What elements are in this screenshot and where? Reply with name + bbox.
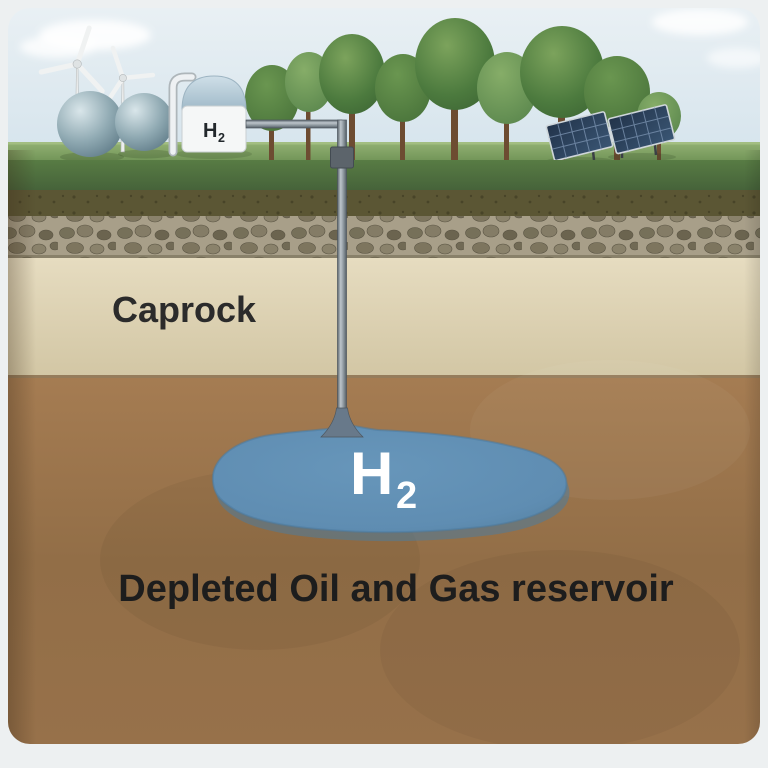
reservoir-layer [8, 360, 760, 744]
grass-highlight [8, 142, 760, 145]
tree [415, 18, 495, 110]
pipe-horizontal [245, 119, 343, 129]
caprock-label: Caprock [112, 289, 257, 330]
left-edge-shadow [8, 150, 36, 744]
tank-body [181, 105, 247, 153]
grass-front-edge [8, 160, 760, 190]
tree-cluster [245, 18, 681, 168]
tank-h2-sub: 2 [218, 131, 225, 145]
plume-h2-label: H [350, 440, 393, 507]
caprock-layer [8, 258, 760, 378]
h2-tank: H 2 [168, 72, 252, 159]
tree [520, 26, 604, 118]
storage-sphere [57, 91, 174, 162]
topsoil-layer [8, 190, 760, 216]
cloud [20, 9, 760, 68]
pipe-collar [330, 146, 354, 169]
solar-panel [607, 104, 676, 161]
hydrogen-plume [211, 424, 570, 542]
tank-h2-label: H [203, 120, 217, 142]
plume-h2-sub: 2 [396, 475, 417, 517]
injection-pipe [245, 119, 364, 438]
reservoir-label: Depleted Oil and Gas reservoir [118, 568, 674, 610]
gravel-layer [8, 216, 760, 258]
pipe-flare [320, 407, 364, 438]
tank-dome [181, 75, 247, 111]
tree [319, 34, 385, 114]
tree [584, 56, 650, 128]
right-edge-shadow [744, 150, 760, 744]
